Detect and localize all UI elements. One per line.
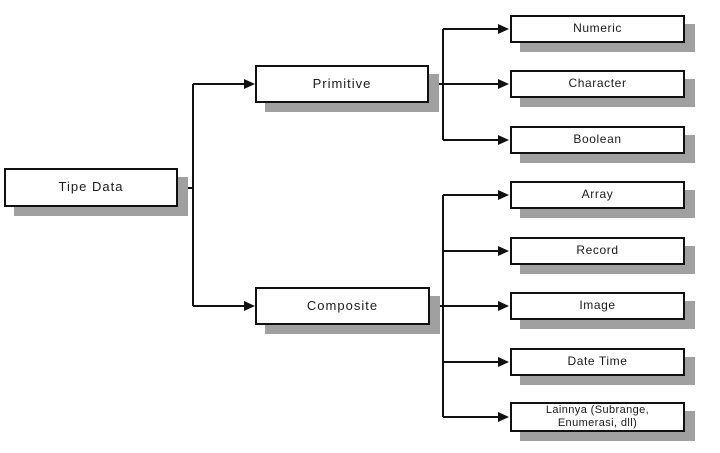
arrowhead-icon [498, 246, 509, 256]
node-label: Tipe Data [58, 179, 124, 195]
composite-connector [430, 190, 509, 422]
node-boolean: Boolean [510, 126, 685, 154]
node-label: Array [581, 187, 614, 202]
node-primitive: Primitive [255, 65, 429, 103]
arrowhead-icon [498, 79, 509, 89]
arrowhead-icon [244, 79, 255, 89]
node-label: Numeric [573, 21, 622, 36]
node-label: Boolean [573, 132, 622, 147]
arrowhead-icon [498, 190, 509, 200]
arrowhead-icon [498, 301, 509, 311]
node-numeric: Numeric [510, 15, 685, 43]
arrowhead-icon [244, 301, 255, 311]
arrowhead-icon [498, 357, 509, 367]
primitive-connector [429, 24, 509, 145]
node-record: Record [510, 237, 685, 265]
node-date-time: Date Time [510, 348, 685, 376]
node-label: Record [576, 243, 619, 258]
arrowhead-icon [498, 135, 509, 145]
node-image: Image [510, 292, 685, 320]
node-label: Date Time [567, 354, 628, 369]
node-composite: Composite [255, 287, 430, 325]
node-label: Primitive [312, 75, 372, 91]
node-label: Character [568, 76, 627, 91]
arrowhead-icon [498, 24, 509, 34]
node-label: Image [579, 298, 616, 313]
node-label: Composite [306, 297, 379, 313]
node-label: Lainnya (Subrange, Enumerasi, dll) [545, 404, 650, 429]
arrowhead-icon [498, 412, 509, 422]
root-connector [178, 79, 255, 311]
node-array: Array [510, 181, 685, 209]
node-lainnya: Lainnya (Subrange, Enumerasi, dll) [510, 402, 685, 432]
node-character: Character [510, 70, 685, 98]
node-tipe-data: Tipe Data [4, 168, 178, 207]
